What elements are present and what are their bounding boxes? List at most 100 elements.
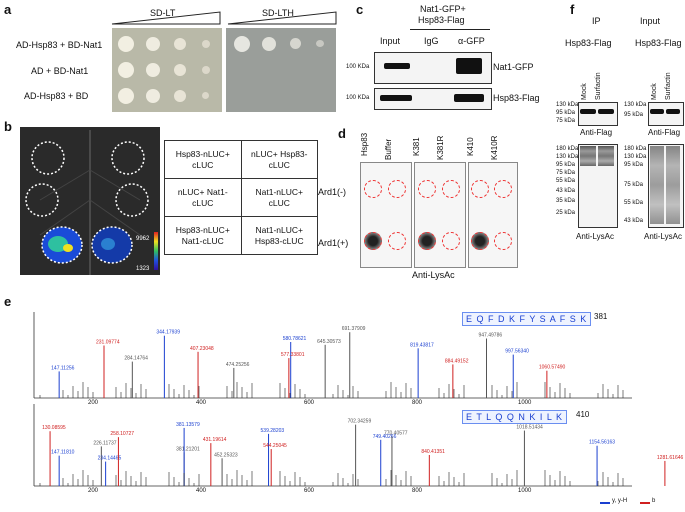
peak-label: 226.11737	[93, 440, 116, 446]
row-ard1-plus: Ard1(+)	[318, 238, 349, 248]
header-line-2: Hsp83-Flag	[418, 15, 465, 25]
band	[380, 95, 412, 101]
peak-label: 452.25323	[214, 452, 238, 458]
cell: nLUC+ Nat1-cLUC	[164, 178, 242, 217]
smear	[598, 146, 614, 166]
band	[666, 109, 680, 114]
peak-label: 997.56340	[505, 349, 529, 355]
mw-marker: 43 kDa	[624, 218, 644, 224]
col-igg: IgG	[424, 36, 439, 46]
peak-label: 1018.51434	[516, 425, 543, 431]
peak-label: 231.09774	[96, 340, 120, 346]
colony	[146, 63, 160, 77]
sd-lt-label: SD-LT	[150, 8, 176, 18]
smear	[580, 146, 596, 166]
sequence-381: E Q F D K F Y S A F S K	[462, 312, 592, 326]
x-tick: 600	[304, 488, 315, 494]
peak-label: 1060.57490	[539, 365, 566, 371]
input-label: Input	[640, 16, 661, 26]
mw-marker: 43 kDa	[556, 188, 576, 194]
blot-input-flag	[648, 102, 684, 126]
band	[650, 109, 664, 114]
peak-label: 130.08595	[42, 425, 66, 431]
mw-marker: 100 KDa	[346, 95, 370, 101]
x-tick: 200	[88, 488, 99, 494]
scale-min: 1323	[136, 266, 150, 272]
colony	[146, 89, 160, 103]
hsp-label-ip: Hsp83-Flag	[565, 38, 612, 48]
mw-marker: 25 kDa	[556, 210, 576, 216]
dot	[418, 232, 436, 250]
row-label-1: AD-Hsp83 + BD-Nat1	[16, 40, 103, 50]
colony	[146, 37, 160, 51]
band	[598, 109, 614, 114]
peak-label: 1154.56163	[589, 440, 615, 446]
peak-label: 544.25045	[263, 443, 287, 449]
mw-marker: 95 kDa	[556, 162, 576, 168]
dot	[442, 232, 460, 250]
mw-marker: 75 kDa	[624, 182, 644, 188]
mw-marker: 75 kDa	[556, 170, 576, 176]
peak-label: 947.49786	[479, 333, 503, 339]
mw-marker: 95 kDa	[624, 162, 644, 168]
panel-label-a: a	[4, 2, 12, 17]
peak-label: 645.30573	[317, 339, 341, 345]
ip-label: IP	[592, 16, 601, 26]
colony	[174, 64, 186, 76]
band	[454, 94, 484, 102]
dot	[364, 180, 382, 198]
panel-label-b: b	[4, 119, 12, 134]
header-line-1: Nat1-GFP+	[420, 4, 466, 14]
x-tick: 800	[412, 488, 423, 494]
mw-marker: 130 kDa	[556, 154, 579, 160]
row-ard1-minus: Ard1(-)	[318, 187, 347, 197]
peak-label: 884.49152	[445, 358, 469, 364]
header-underline	[410, 29, 490, 30]
legend-y-label: y, y-H	[612, 498, 628, 504]
peak-label: 1281.61646	[657, 455, 684, 461]
mw-marker: 130 kDa	[624, 154, 647, 160]
peak-label: 258.10727	[110, 431, 134, 437]
peak-label: 539.28203	[261, 428, 285, 434]
colony	[316, 40, 324, 47]
dot	[442, 180, 460, 198]
colony	[290, 38, 301, 49]
panel-label-e: e	[4, 294, 12, 309]
panel-label-c: c	[356, 2, 364, 17]
anti-flag-ip: Anti-Flag	[580, 128, 613, 137]
mw-marker: 180 kDa	[624, 146, 647, 152]
peak-label: 702.34259	[348, 419, 372, 425]
anti-lysac-ip: Anti-LysAc	[576, 232, 614, 241]
peak-label: 234.14465	[98, 456, 122, 462]
mw-marker: 75 kDa	[556, 118, 576, 124]
sd-lth-label: SD-LTH	[262, 8, 294, 18]
mw-marker: 55 kDa	[556, 178, 576, 184]
anti-lysac-in: Anti-LysAc	[644, 232, 682, 241]
smear	[650, 146, 664, 224]
mw-marker: 100 KDa	[346, 64, 370, 70]
colony	[118, 36, 134, 52]
hsp-label-in: Hsp83-Flag	[635, 38, 682, 48]
row-label-2: AD + BD-Nat1	[31, 66, 89, 76]
peak-label: 381.13579	[176, 422, 200, 428]
panel-label-f: f	[570, 2, 575, 17]
dot	[388, 232, 406, 250]
peak-label: 840.41351	[421, 449, 445, 455]
band	[384, 63, 410, 69]
dot	[494, 232, 512, 250]
mw-marker: 35 kDa	[556, 198, 576, 204]
peak-label: 381.21201	[176, 446, 200, 452]
mw-marker: 130 kDa	[624, 102, 647, 108]
row-nat1-gfp: Nat1-GFP	[493, 62, 534, 72]
cell: Nat1-nLUC+ Hsp83-cLUC	[240, 216, 318, 255]
panel-label-d: d	[338, 126, 346, 141]
infiltration-table: Hsp83-nLUC+ cLUC nLUC+ Hsp83-cLUC nLUC+ …	[164, 140, 318, 255]
x-tick: 600	[304, 400, 315, 406]
peak-label: 284.14764	[124, 356, 148, 362]
colony	[174, 90, 186, 102]
dot	[471, 232, 489, 250]
x-tick: 400	[196, 488, 207, 494]
peak-label: 407.23048	[190, 346, 214, 352]
peak-label: 691.37909	[342, 326, 366, 332]
